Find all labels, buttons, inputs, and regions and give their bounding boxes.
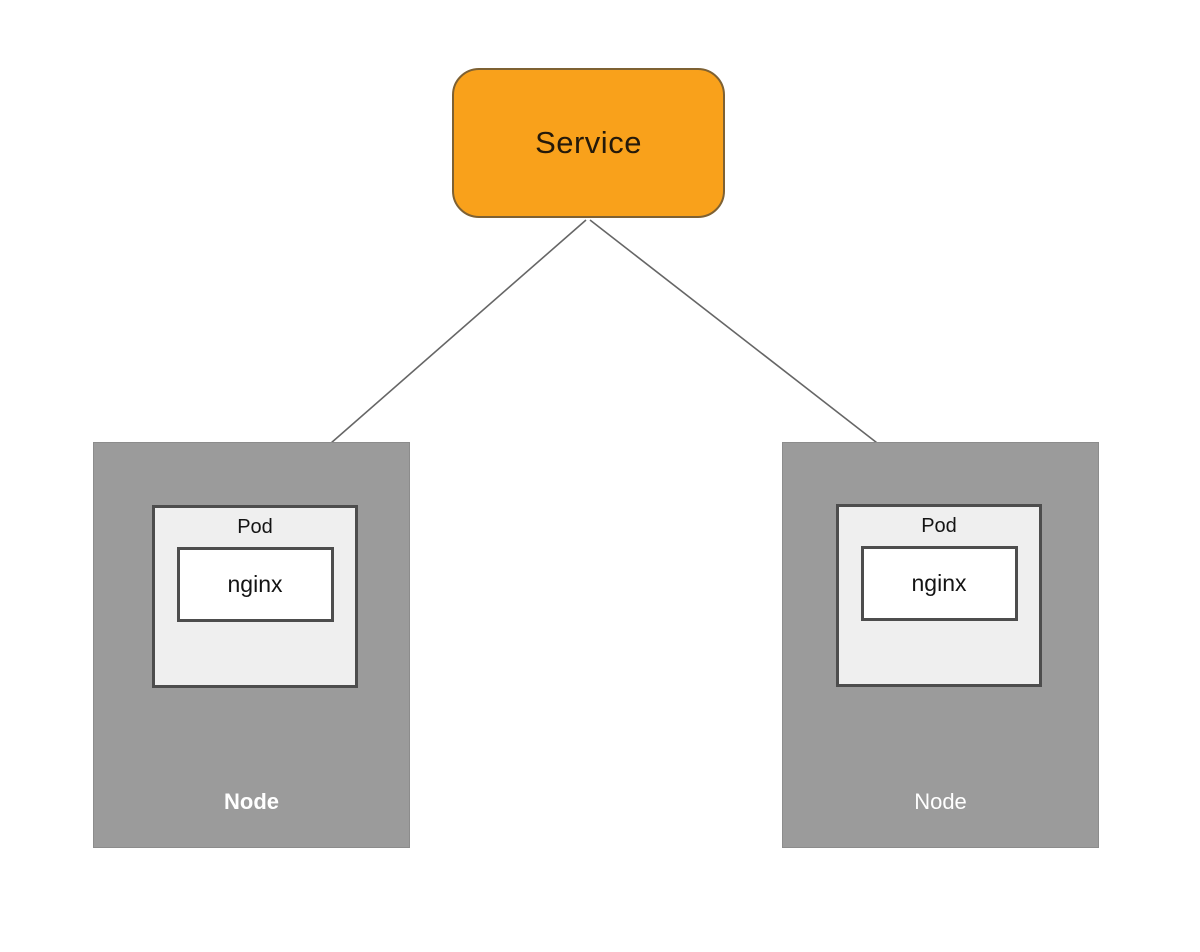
nginx-label-left: nginx [227,571,283,597]
nginx-container-box-left: nginx [176,547,334,622]
node-label-right: Node [914,789,967,814]
node-box-right: Pod nginx Node [782,442,1099,848]
node-box-left: Pod nginx Node [93,442,410,848]
service-label: Service [535,125,642,160]
pod-label-right: Pod [921,515,957,537]
pod-label-left: Pod [237,516,273,538]
pod-box-left: Pod nginx [152,505,358,688]
node-label-left: Node [224,789,279,814]
nginx-label-right: nginx [911,570,967,596]
pod-box-right: Pod nginx [836,504,1042,687]
nginx-container-box-right: nginx [860,546,1018,621]
service-box: Service [452,68,725,218]
